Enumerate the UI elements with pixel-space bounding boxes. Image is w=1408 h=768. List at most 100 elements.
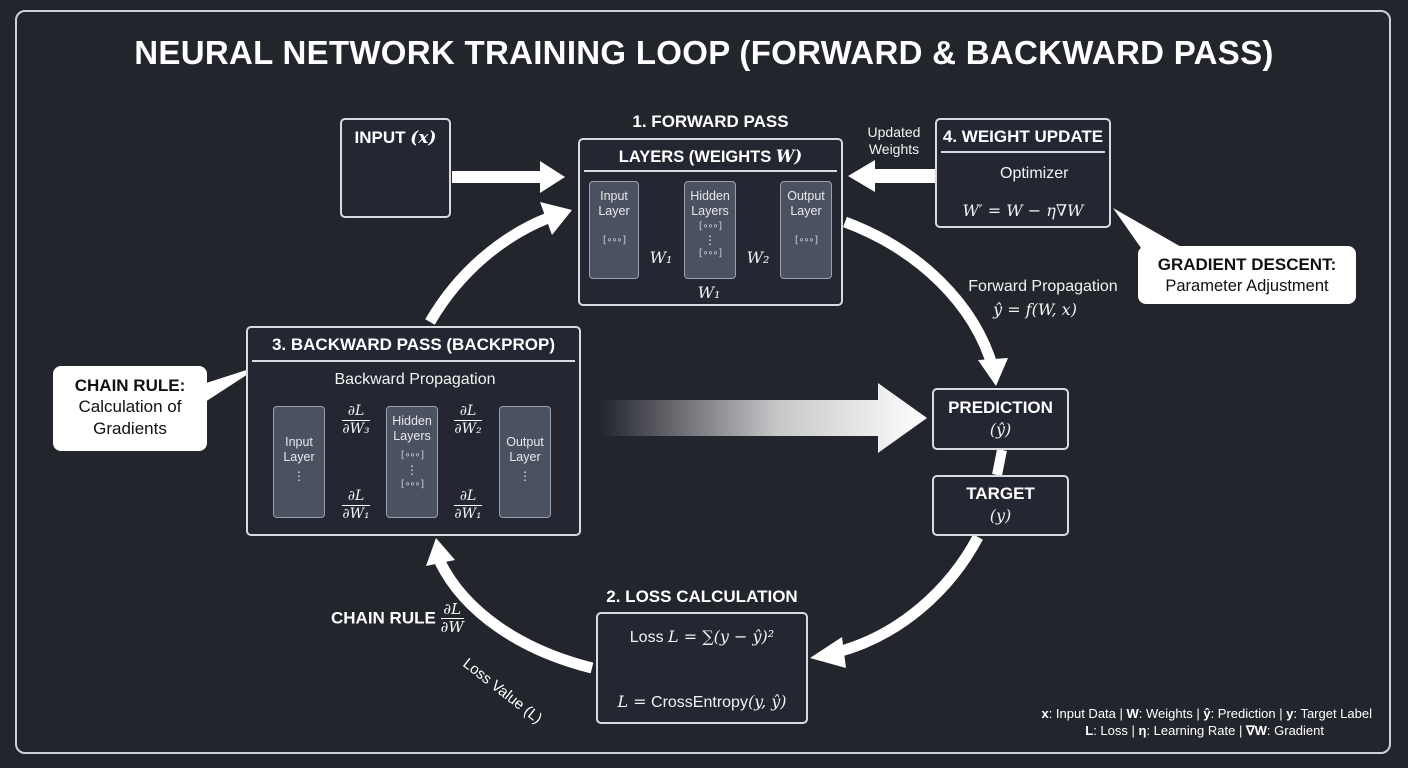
legend-key-grad: ∇W bbox=[1245, 723, 1267, 738]
arc-loss-to-backward bbox=[435, 559, 594, 674]
chain-rule-line2: Gradients bbox=[93, 419, 167, 438]
weight-update-divider bbox=[941, 151, 1105, 153]
loss-formula-1-prefix: Loss bbox=[629, 629, 664, 646]
bwd-output-ellipsis: ⋮ bbox=[519, 469, 531, 483]
bwd-hidden-layers: Hidden Layers [∘∘∘] ⋮ [∘∘∘] bbox=[386, 406, 438, 518]
bwd-output-layer-l2: Layer bbox=[509, 450, 541, 464]
arc-target-arrowhead bbox=[810, 637, 846, 668]
grad-w3: ∂L∂W₃ bbox=[338, 403, 374, 438]
legend-key-y: y bbox=[1286, 706, 1294, 721]
arc-target-to-loss bbox=[836, 534, 983, 658]
loss-formula-2: L = CrossEntropy(y, ŷ) bbox=[596, 692, 808, 712]
forward-layers-header: LAYERS (WEIGHTS W) bbox=[578, 147, 843, 167]
legend-desc-grad: : Gradient bbox=[1266, 723, 1324, 738]
legend-desc-l: : Loss | bbox=[1093, 723, 1139, 738]
diagram-frame bbox=[15, 10, 1391, 754]
chain-rule-bottom-label: CHAIN RULE bbox=[331, 608, 436, 628]
forward-header-divider bbox=[584, 170, 837, 172]
gradient-descent-title: GRADIENT DESCENT: bbox=[1157, 255, 1337, 274]
bwd-hidden-matrix-icon-b: [∘∘∘] bbox=[399, 479, 425, 490]
fwd-hidden-matrix-icon-a: [∘∘∘] bbox=[697, 221, 723, 232]
grad-w1-a: ∂L∂W₁ bbox=[338, 488, 374, 523]
grad-w1a-num: ∂L bbox=[342, 488, 370, 506]
legend-desc-eta: : Learning Rate | bbox=[1146, 723, 1246, 738]
bwd-output-layer: Output Layer ⋮ bbox=[499, 406, 551, 518]
forward-step-label: 1. FORWARD PASS bbox=[632, 112, 789, 131]
loss-step-label: 2. LOSS CALCULATION bbox=[606, 587, 798, 606]
legend-key-eta: η bbox=[1138, 723, 1147, 738]
chain-rule-bottom-num: ∂L bbox=[440, 601, 464, 619]
chain-rule-bottom: CHAIN RULE ∂L∂W bbox=[331, 601, 464, 636]
bwd-input-layer-l2: Layer bbox=[283, 450, 315, 464]
fwd-hidden-matrix-icon-b: [∘∘∘] bbox=[697, 248, 723, 259]
weight-update-formula: W′ = W − η∇W bbox=[962, 201, 1084, 220]
fwd-hidden-l1: Hidden bbox=[690, 189, 730, 203]
legend-desc-x: : Input Data | bbox=[1048, 706, 1127, 721]
arrow-faded-to-prediction bbox=[600, 383, 927, 453]
fwd-hidden-l2: Layers bbox=[691, 204, 729, 218]
fwd-w2-label: W₂ bbox=[746, 248, 770, 267]
loss-box bbox=[596, 612, 808, 724]
backward-header-divider bbox=[252, 360, 575, 362]
target-label: TARGET bbox=[966, 484, 1035, 503]
bwd-hidden-l2: Layers bbox=[393, 429, 431, 443]
input-header: INPUT (x) bbox=[340, 128, 451, 148]
legend-desc-w: : Weights | bbox=[1138, 706, 1204, 721]
loss-formula-1: Loss L = ∑(y − ŷ)² bbox=[596, 627, 808, 647]
input-box bbox=[340, 118, 451, 218]
target-box bbox=[932, 475, 1069, 536]
legend-desc-yhat: : Prediction | bbox=[1210, 706, 1287, 721]
fwd-output-layer-l2: Layer bbox=[790, 204, 822, 218]
fwd-skip-w1-label: W₁ bbox=[697, 283, 721, 302]
updated-weights-l1: Updated bbox=[867, 124, 921, 140]
prediction-label: PREDICTION bbox=[948, 398, 1053, 417]
fwd-input-matrix-icon: [∘∘∘] bbox=[601, 235, 627, 246]
connector-prediction-target bbox=[992, 449, 1007, 476]
fwd-output-layer: Output Layer [∘∘∘] bbox=[780, 181, 832, 279]
arc-forward-arrowhead bbox=[978, 358, 1008, 386]
fwd-input-layer-l1: Input bbox=[600, 189, 628, 203]
loss-formula-2-prefix: L = bbox=[617, 692, 647, 711]
fwd-w1-label: W₁ bbox=[649, 248, 673, 267]
gradient-descent-subtitle: Parameter Adjustment bbox=[1165, 277, 1329, 295]
legend-key-l: L bbox=[1085, 723, 1094, 738]
legend-key-yhat: ŷ bbox=[1203, 706, 1211, 721]
grad-w3-den: ∂W₃ bbox=[342, 421, 370, 437]
fwd-hidden-ellipsis: ⋮ bbox=[704, 233, 716, 247]
bwd-hidden-ellipsis: ⋮ bbox=[406, 463, 418, 477]
forward-propagation-formula: ŷ = f(W, x) bbox=[993, 300, 1077, 319]
grad-w2-den: ∂W₂ bbox=[454, 421, 482, 437]
loss-formula-2-mid: CrossEntropy bbox=[651, 694, 748, 711]
grad-w3-num: ∂L bbox=[342, 403, 370, 421]
updated-weights-l2: Weights bbox=[868, 141, 920, 157]
loss-formula-1-math: L = ∑(y − ŷ)² bbox=[668, 627, 775, 646]
bwd-input-layer: Input Layer ⋮ bbox=[273, 406, 325, 518]
backward-header: 3. BACKWARD PASS (BACKPROP) bbox=[271, 335, 556, 354]
prediction-symbol: (ŷ) bbox=[989, 420, 1012, 439]
arrow-update-to-layers bbox=[848, 160, 935, 192]
gradient-descent-callout: GRADIENT DESCENT: Parameter Adjustment bbox=[1138, 246, 1356, 304]
forward-propagation-label: Forward Propagation bbox=[968, 278, 1118, 295]
loss-formula-2-args: (y, ŷ) bbox=[747, 692, 787, 711]
bwd-output-layer-l1: Output bbox=[506, 435, 544, 449]
bwd-input-layer-l1: Input bbox=[285, 435, 313, 449]
grad-w1b-den: ∂W₁ bbox=[454, 506, 482, 522]
weight-update-box bbox=[935, 118, 1111, 228]
weight-update-header: 4. WEIGHT UPDATE bbox=[942, 127, 1104, 146]
optimizer-label: Optimizer bbox=[1000, 165, 1069, 182]
target-symbol: (y) bbox=[989, 506, 1012, 525]
chain-rule-bottom-den: ∂W bbox=[440, 618, 464, 636]
callout-tail-gradient-descent bbox=[1113, 208, 1190, 258]
fwd-input-layer: Input Layer [∘∘∘] bbox=[589, 181, 639, 279]
legend-line-1: x: Input Data | W: Weights | ŷ: Predicti… bbox=[1041, 705, 1372, 722]
forward-header-text: LAYERS (WEIGHTS bbox=[618, 148, 772, 166]
fwd-output-layer-l1: Output bbox=[787, 189, 825, 203]
forward-header-var: W) bbox=[775, 147, 803, 166]
prediction-box bbox=[932, 388, 1069, 450]
bwd-input-ellipsis: ⋮ bbox=[293, 469, 305, 483]
fwd-output-matrix-icon: [∘∘∘] bbox=[793, 235, 819, 246]
diagram-title: NEURAL NETWORK TRAINING LOOP (FORWARD & … bbox=[134, 34, 1274, 71]
bwd-hidden-matrix-icon-a: [∘∘∘] bbox=[399, 450, 425, 461]
arc-backward-to-layers bbox=[425, 212, 551, 325]
grad-w2: ∂L∂W₂ bbox=[450, 403, 486, 438]
